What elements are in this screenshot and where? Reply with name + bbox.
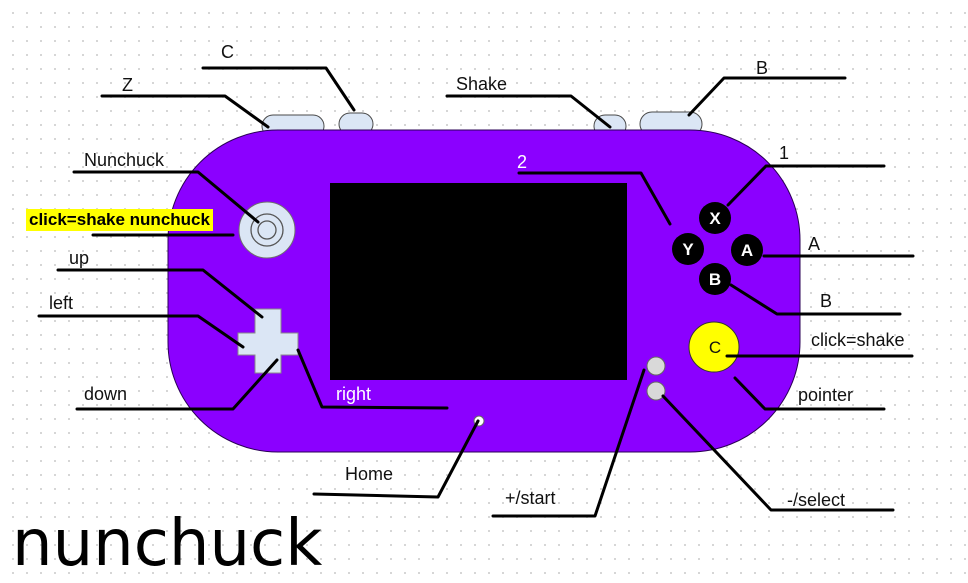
label-one: 1 (779, 143, 789, 163)
screen (330, 183, 627, 380)
c-button[interactable]: C (688, 321, 740, 373)
nunchuck-joystick[interactable] (238, 201, 296, 259)
label-down: down (84, 384, 127, 404)
x-button-label: X (709, 209, 721, 228)
label-b-top: B (756, 58, 768, 78)
label-shake: Shake (456, 74, 507, 94)
label-a-side: A (808, 234, 820, 254)
label-two: 2 (517, 152, 527, 172)
label-pointer: pointer (798, 385, 853, 405)
b-button[interactable]: B (699, 263, 731, 295)
a-button[interactable]: A (731, 234, 763, 266)
label-home: Home (345, 464, 393, 484)
minus-select-button[interactable] (646, 381, 666, 401)
caption-title: nunchuck (12, 507, 323, 581)
highlight-click-shake-nunchuck: click=shake nunchuck (26, 209, 213, 231)
label-b-side: B (820, 291, 832, 311)
label-minus-select: -/select (787, 490, 845, 510)
label-plus-start: +/start (505, 488, 556, 508)
label-right: right (336, 384, 371, 404)
label-up: up (69, 248, 89, 268)
label-nunchuck: Nunchuck (84, 150, 165, 170)
leader-lines (37, 66, 915, 518)
b-button-label: B (709, 270, 721, 289)
d-pad[interactable] (237, 308, 299, 374)
label-c-trigger: C (221, 42, 234, 62)
y-button-label: Y (682, 240, 694, 259)
a-button-label: A (741, 241, 753, 260)
x-button[interactable]: X (699, 202, 731, 234)
label-click-shake: click=shake (811, 330, 905, 350)
label-z-trigger: Z (122, 75, 133, 95)
y-button[interactable]: Y (672, 233, 704, 265)
plus-start-button[interactable] (646, 356, 666, 376)
label-left: left (49, 293, 73, 313)
c-button-label: C (709, 338, 721, 357)
